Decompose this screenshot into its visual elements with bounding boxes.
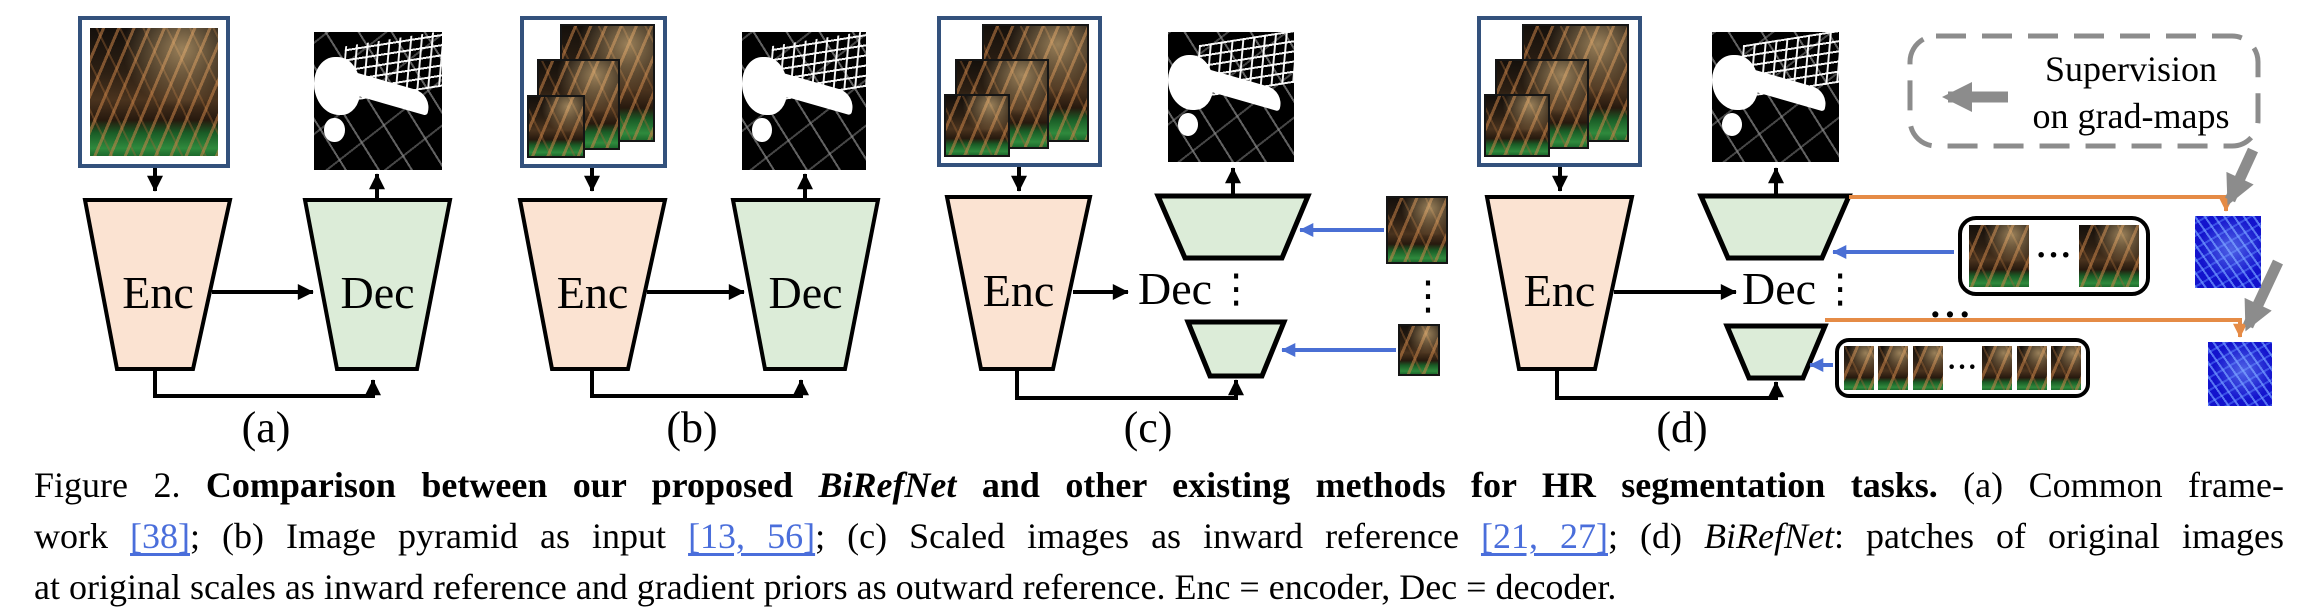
- encoder-label-b: Enc: [556, 267, 629, 318]
- decoder-label-d: Dec ⋮: [1742, 266, 1860, 312]
- output-mask-a: [314, 32, 442, 170]
- encoder-label-d: Enc: [1523, 265, 1596, 316]
- decoder-trapezoid-b: [730, 198, 881, 371]
- gradient-map-lower: [2208, 342, 2272, 406]
- scaled-reference-image-c1: [1386, 196, 1448, 264]
- encoder-trapezoid-c: [944, 195, 1093, 371]
- caption-birefnet-italic: BiRefNet: [1704, 516, 1835, 556]
- skip-connection-b: [590, 369, 809, 398]
- caption-text: ; (d): [1608, 516, 1705, 556]
- caption-text: ; (b) Image pyramid as input: [190, 516, 689, 556]
- output-mask-c: [1168, 32, 1294, 162]
- skip-connection-d: [1555, 369, 1784, 400]
- supervision-arrow-to-gradmap1: [2225, 147, 2258, 206]
- caption-text: work: [34, 516, 131, 556]
- decoder-label-text: Dec: [1742, 263, 1817, 314]
- caption-text: (a) Common frame-: [1937, 465, 2284, 505]
- gradient-map-upper: [2195, 216, 2261, 288]
- mask-wires: [742, 32, 866, 170]
- supervision-line-2: on grad-maps: [2032, 96, 2230, 136]
- output-mask-b: [742, 32, 866, 170]
- image-patch: [2079, 225, 2139, 287]
- pyramid-photo-small: [1484, 94, 1551, 158]
- patch-ellipsis: ···: [1946, 352, 1978, 383]
- mask-wires: [1168, 32, 1294, 162]
- input-image-box-a: [78, 16, 230, 168]
- citation-link-21-27[interactable]: [21, 27]: [1480, 516, 1608, 556]
- supervision-line-1: Supervision: [2044, 49, 2217, 89]
- image-patch: [1878, 346, 1909, 390]
- caption-line-2: work [38]; (b) Image pyramid as input [1…: [34, 511, 2284, 562]
- decoder-label-a: Dec: [340, 267, 415, 318]
- caption-line-1: Figure 2. Comparison between our propose…: [34, 460, 2284, 511]
- vertical-ellipsis-c-images: ⋮: [1408, 273, 1448, 318]
- image-patch: [1969, 225, 2029, 287]
- patch-ellipsis: ···: [2035, 237, 2073, 274]
- connector-layer: [82, 33, 2283, 400]
- caption-bold-title-2: and other existing methods for HR segmen…: [956, 465, 1938, 505]
- encoder-label-a: Enc: [122, 267, 194, 318]
- output-mask-d: [1712, 32, 1839, 162]
- decoder-stage-upper-c: [1154, 193, 1312, 261]
- input-photo-a: [90, 28, 218, 156]
- decoder-stage-lower-c: [1184, 319, 1288, 379]
- caption-figure-number: Figure 2.: [34, 465, 206, 505]
- image-patch: [1844, 346, 1874, 390]
- image-patch: [2050, 346, 2081, 390]
- encoder-trapezoid-d: [1484, 195, 1635, 371]
- encoder-label-c: Enc: [982, 265, 1055, 316]
- mask-wheel: [1178, 112, 1199, 136]
- image-patch: [1982, 346, 2013, 390]
- decoder-label-c: Dec ⋮: [1138, 266, 1256, 312]
- image-patch: [1912, 346, 1943, 390]
- mask-wires: [1712, 32, 1839, 162]
- panel-label-c: (c): [1123, 403, 1173, 452]
- caption-birefnet-bold-italic: BiRefNet: [818, 465, 957, 505]
- input-pyramid-box-c: [937, 16, 1102, 167]
- horizontal-ellipsis-d-strips: ···: [1928, 294, 1974, 336]
- panel-label-d: (d): [1656, 403, 1708, 452]
- mask-wheel: [1722, 112, 1743, 136]
- mask-wheel: [751, 117, 772, 143]
- supervision-arrow-to-gradmap2: [2243, 259, 2283, 332]
- decoder-trapezoid-a: [302, 198, 453, 371]
- pyramid-photo-small: [944, 94, 1011, 158]
- citation-link-38[interactable]: [38]: [130, 516, 190, 556]
- caption-text: : patches of original images: [1834, 516, 2285, 556]
- supervision-note: Supervision on grad-maps: [2008, 46, 2254, 140]
- mask-wires: [314, 32, 442, 170]
- patch-strip-upper-d: ···: [1958, 216, 2150, 296]
- encoder-trapezoid-b: [517, 198, 668, 371]
- input-pyramid-box-b: [520, 16, 667, 168]
- supervision-dashed-box: [1907, 33, 2261, 149]
- skip-connection-c: [1015, 369, 1244, 400]
- pyramid-photo-small: [526, 94, 586, 159]
- decoder-stage-lower-d: [1723, 323, 1829, 381]
- vertical-ellipsis: ⋮: [1820, 266, 1861, 311]
- figure-caption: Figure 2. Comparison between our propose…: [34, 460, 2284, 612]
- caption-bold-title: Comparison between our proposed: [205, 465, 819, 505]
- vertical-ellipsis: ⋮: [1216, 266, 1257, 311]
- panel-label-a: (a): [241, 403, 291, 452]
- encoder-trapezoid-a: [82, 198, 233, 371]
- decoder-label-text: Dec: [1138, 263, 1213, 314]
- mask-wheel: [324, 117, 345, 143]
- caption-text: ; (c) Scaled images as inward reference: [815, 516, 1481, 556]
- panel-label-b: (b): [666, 403, 718, 452]
- outward-ref-arrow-d1: [1849, 195, 2233, 212]
- caption-line-3: at original scales as inward reference a…: [34, 567, 1617, 607]
- input-pyramid-box-d: [1477, 16, 1642, 167]
- decoder-label-b: Dec: [768, 267, 843, 318]
- skip-connection-a: [153, 369, 381, 398]
- patch-strip-lower-d: ···: [1835, 338, 2090, 398]
- decoder-stage-upper-d: [1697, 193, 1853, 261]
- image-patch: [2016, 346, 2047, 390]
- scaled-reference-image-c2: [1398, 324, 1440, 376]
- outward-ref-arrow-d2: [1825, 318, 2247, 338]
- citation-link-13-56[interactable]: [13, 56]: [688, 516, 816, 556]
